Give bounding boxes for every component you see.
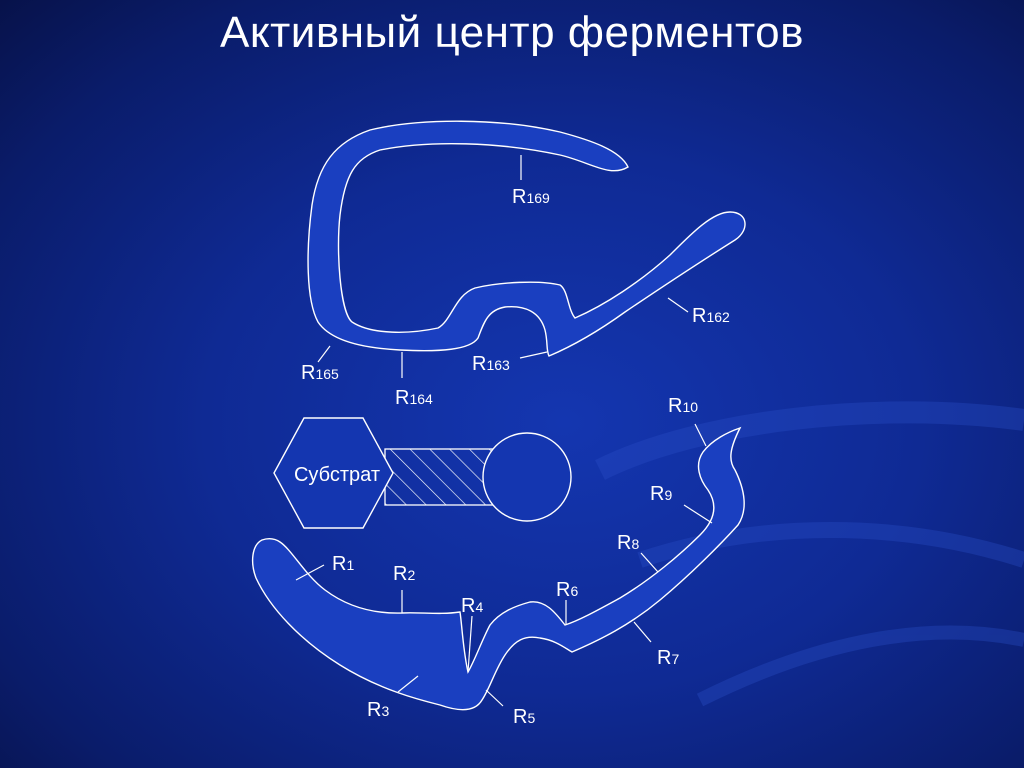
residue-label-r9: R9	[650, 483, 672, 505]
residue-label-r3: R3	[367, 699, 389, 721]
residue-label-r1: R1	[332, 553, 354, 575]
residue-label-r2: R2	[393, 563, 415, 585]
leader-r165	[317, 345, 331, 363]
leader-r3	[397, 675, 419, 693]
leader-r5	[485, 689, 504, 707]
residue-label-r8: R8	[617, 532, 639, 554]
residue-label-r162: R162	[692, 305, 730, 327]
leader-r162	[667, 297, 689, 313]
leader-r9	[683, 504, 713, 524]
upper-polypeptide-chain	[307, 120, 746, 357]
leader-r1	[295, 564, 325, 581]
substrate-circle-group	[482, 432, 572, 522]
substrate-hatched-bond	[384, 448, 494, 506]
residue-label-r6: R6	[556, 579, 578, 601]
leader-r8	[640, 552, 659, 573]
substrate-hexagon	[273, 417, 394, 529]
residue-label-r7: R7	[657, 647, 679, 669]
leader-r7	[633, 621, 652, 643]
residue-label-r10: R10	[668, 395, 698, 417]
residue-label-r165: R165	[301, 362, 339, 384]
residue-label-r164: R164	[395, 387, 433, 409]
slide-title: Активный центр ферментов	[220, 8, 804, 57]
leader-r163	[519, 351, 548, 359]
residue-label-r4: R4	[461, 595, 483, 617]
residue-label-r5: R5	[513, 706, 535, 728]
residue-label-r169: R169	[512, 186, 550, 208]
substrate-label: Субстрат	[294, 464, 380, 486]
leader-r10	[694, 423, 707, 447]
lower-polypeptide-chain	[251, 426, 745, 711]
substrate-molecule: Субстрат	[273, 417, 572, 529]
leader-r4	[467, 615, 473, 673]
residue-label-r163: R163	[472, 353, 510, 375]
